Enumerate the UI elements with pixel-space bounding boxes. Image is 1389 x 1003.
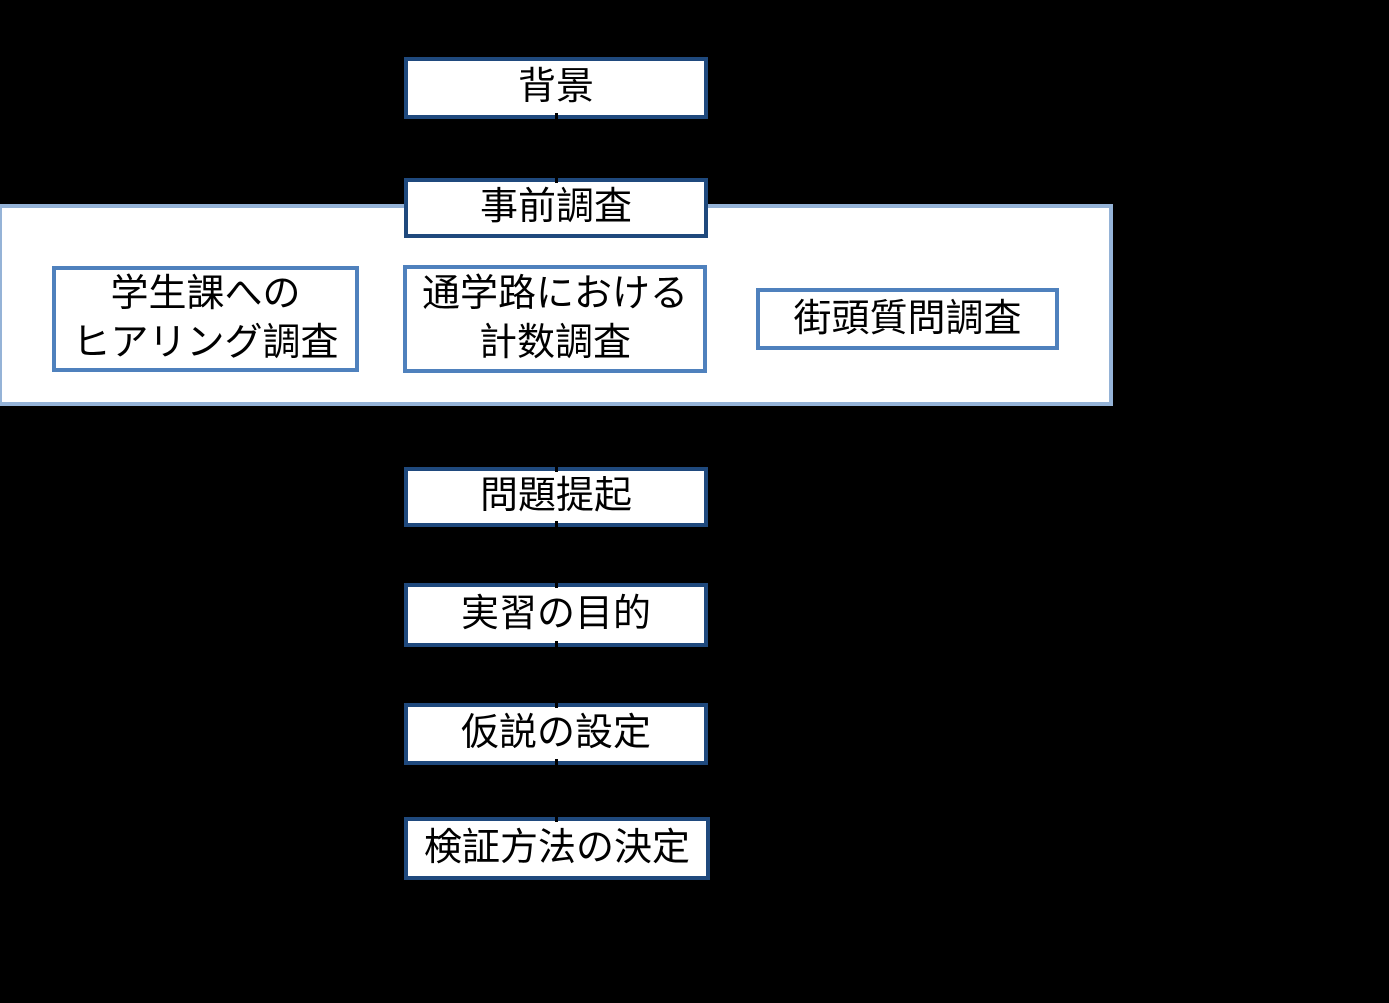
subnode-counting-survey: 通学路における 計数調査	[403, 265, 707, 373]
node-hypothesis-setting: 仮説の設定	[404, 703, 708, 765]
node-training-purpose: 実習の目的	[404, 583, 708, 647]
connector-purpose-to-hypothesis	[555, 641, 558, 708]
connector-problem-to-purpose	[555, 521, 558, 588]
connector-group-to-problem	[555, 412, 558, 472]
connector-hypothesis-to-verification	[555, 759, 558, 822]
connector-background-to-preliminary	[555, 113, 558, 183]
node-problem-raising: 問題提起	[404, 467, 708, 527]
subnode-hearing-survey: 学生課への ヒアリング調査	[52, 266, 359, 372]
node-background: 背景	[404, 57, 708, 119]
node-verification-method-decision: 検証方法の決定	[404, 817, 710, 880]
subnode-street-survey: 街頭質問調査	[756, 288, 1059, 350]
node-preliminary-survey: 事前調査	[404, 178, 708, 238]
